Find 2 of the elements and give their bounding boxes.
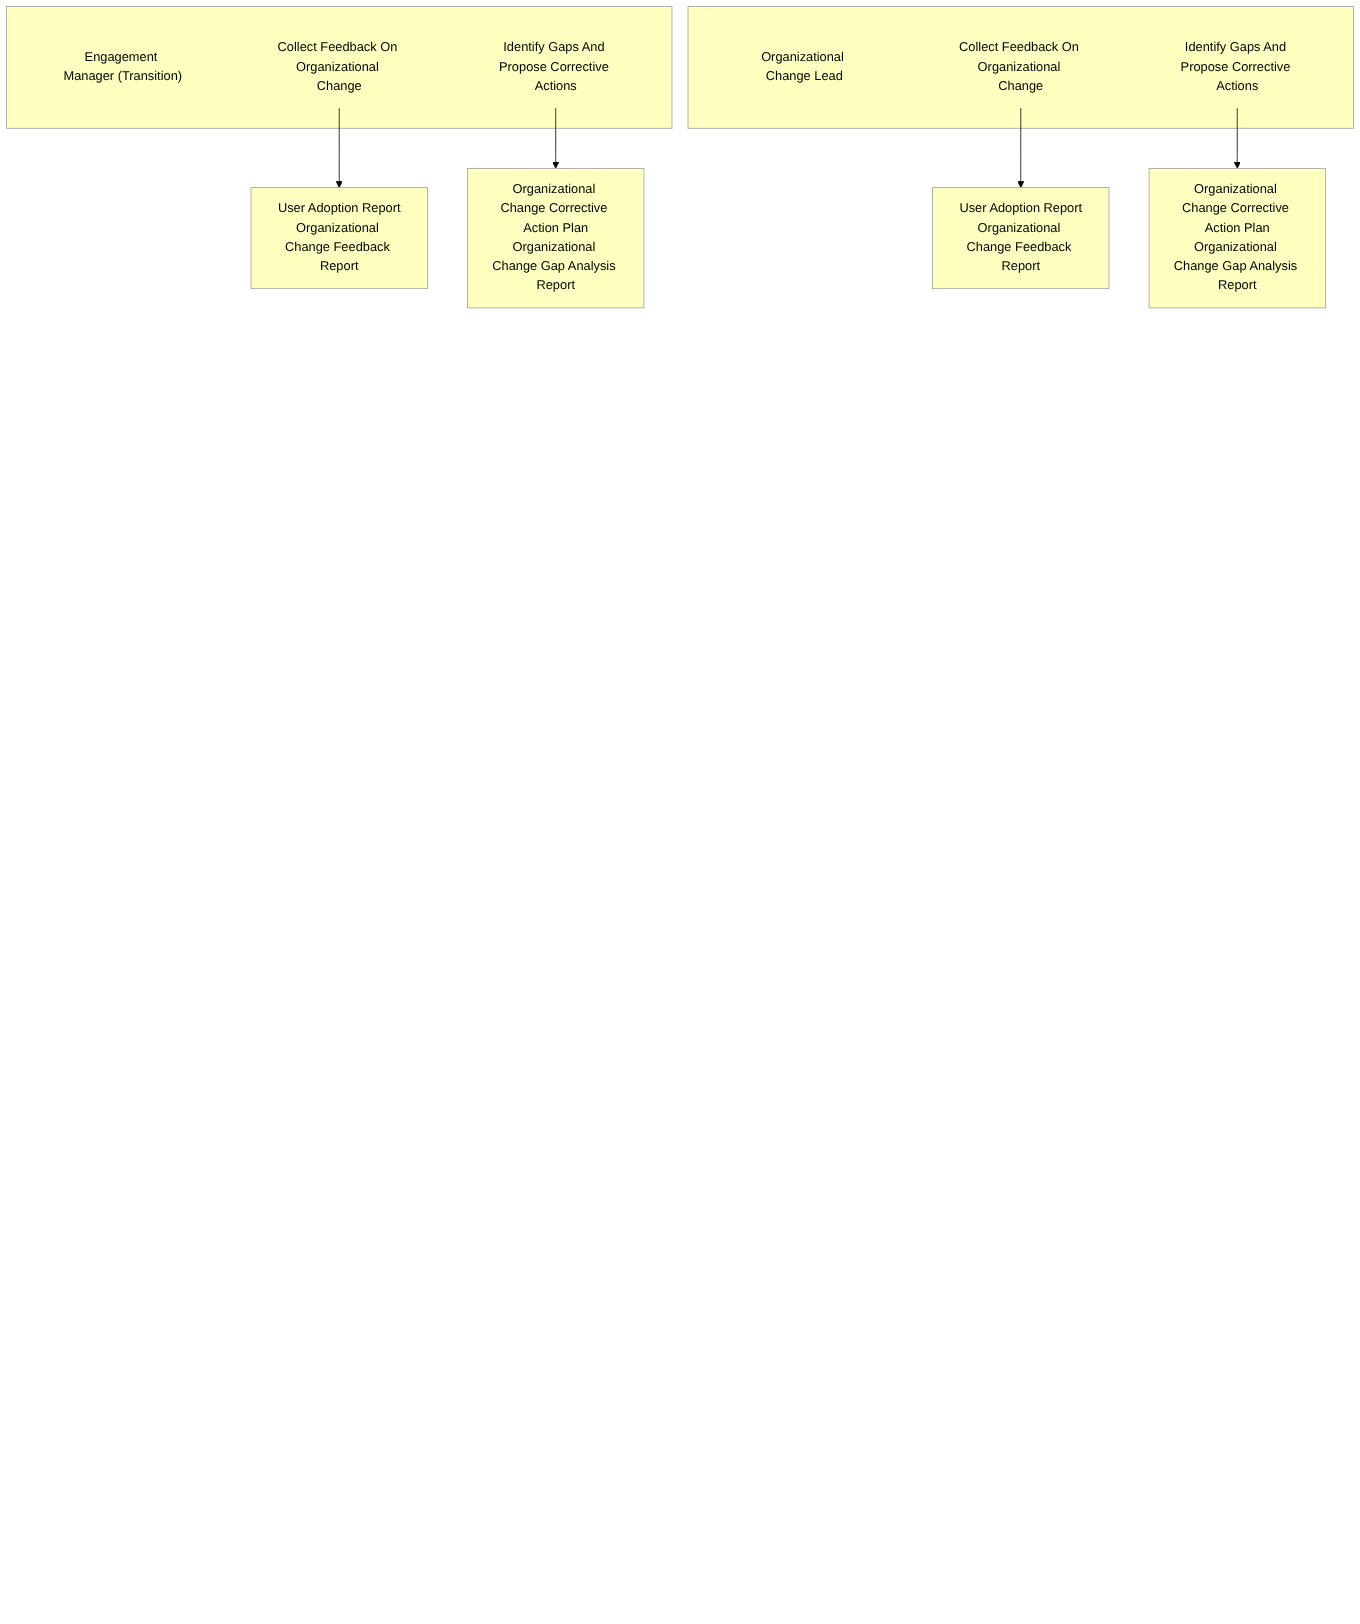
- cluster: [6, 6, 673, 129]
- cluster: [687, 6, 1354, 129]
